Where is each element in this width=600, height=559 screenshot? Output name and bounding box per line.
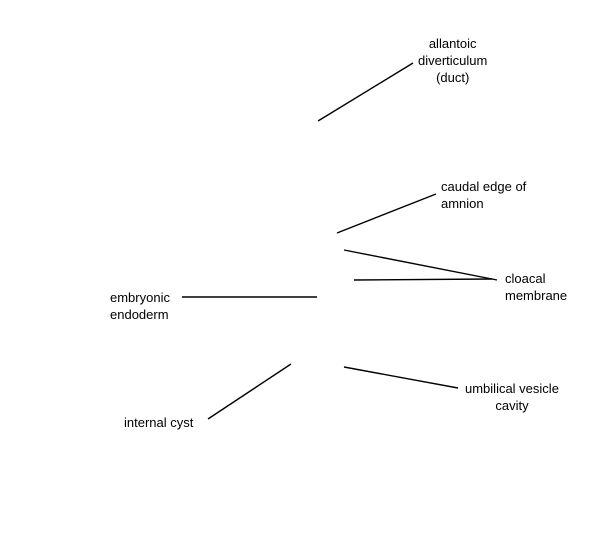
leader-line-caudal-amnion (336, 193, 437, 234)
label-internal-cyst: internal cyst (124, 415, 194, 430)
label-cloacal-membrane: cloacal membrane (505, 271, 568, 303)
label-allantoic-diverticulum: allantoic diverticulum (duct) (418, 36, 488, 85)
leader-line-internal-cyst (207, 363, 292, 420)
leader-line-umbilical-vesicle (343, 366, 459, 389)
label-umbilical-vesicle-cavity: umbilical vesicle cavity (465, 381, 559, 413)
label-embryonic-endoderm: embryonic endoderm (110, 290, 170, 322)
leader-line-allantoic (317, 62, 414, 122)
label-caudal-edge-of-amnion: caudal edge of amnion (441, 179, 527, 211)
leader-line-cloacal-upper (343, 249, 498, 281)
leader-line-cloacal-lower (353, 278, 493, 281)
